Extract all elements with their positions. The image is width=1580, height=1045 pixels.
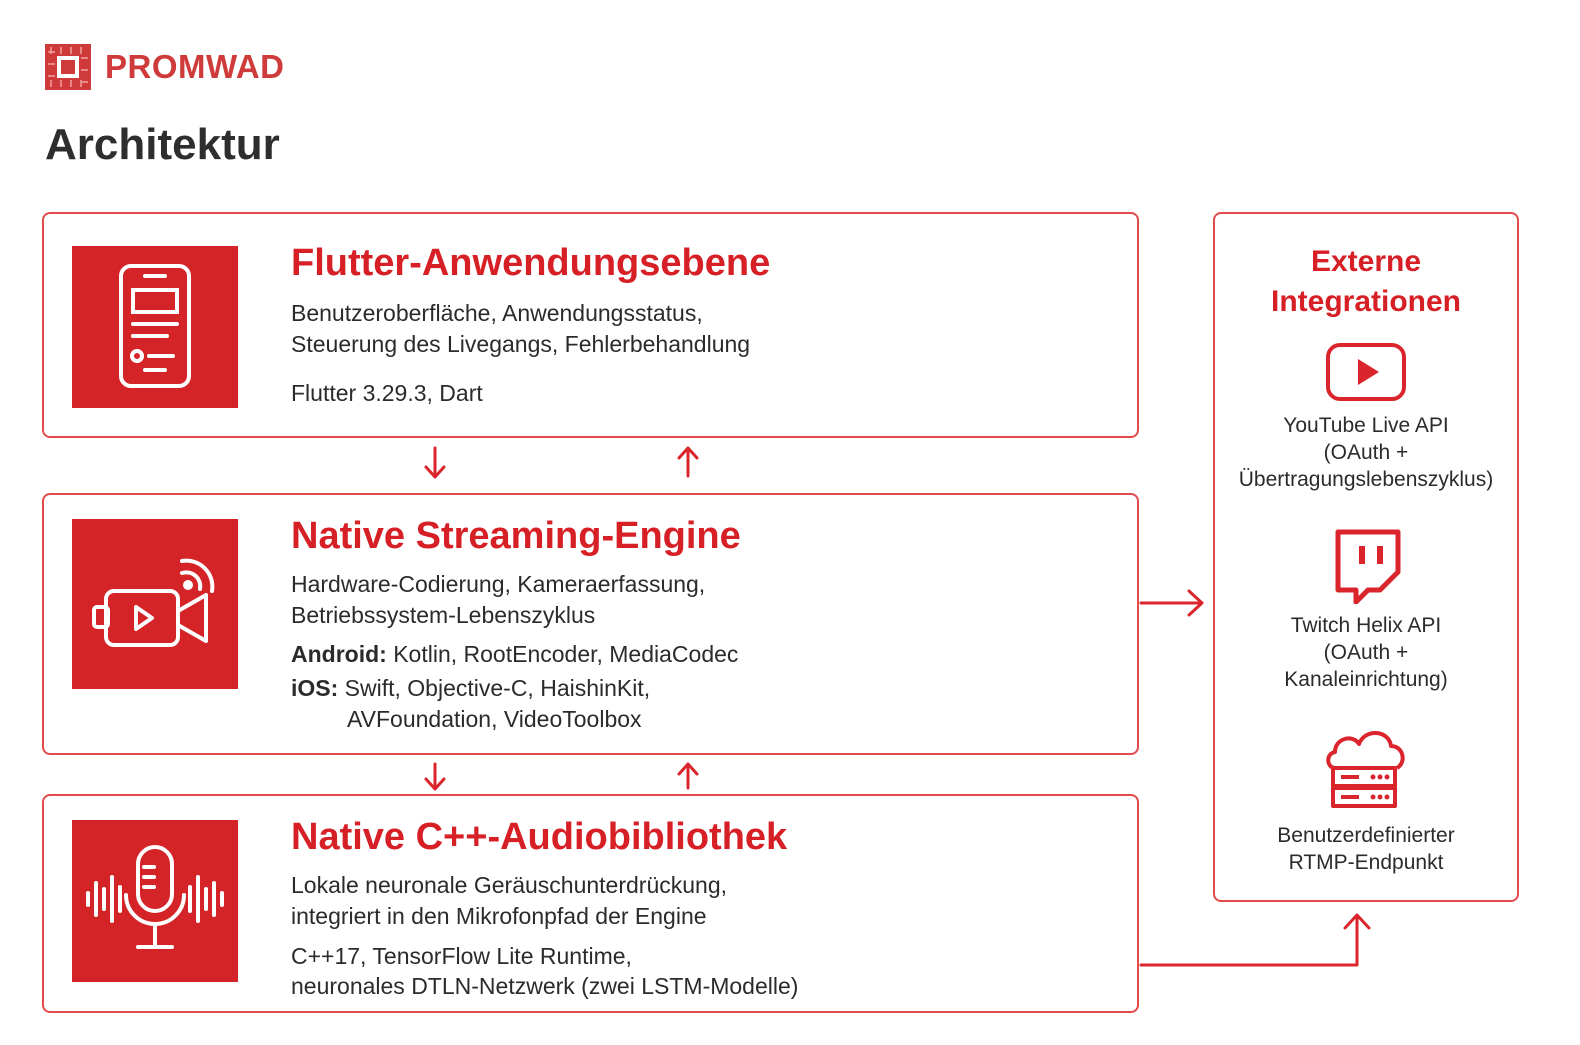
arrow-down-icon: [424, 446, 446, 479]
arrow-down-icon: [424, 762, 446, 791]
layer-title: Flutter-Anwendungsebene: [291, 242, 771, 284]
smartphone-icon: [119, 264, 191, 388]
arrow-up-icon: [677, 446, 699, 478]
layer-tech-ios-cont: AVFoundation, VideoToolbox: [347, 706, 642, 732]
layer-tech: Flutter 3.29.3, Dart: [291, 380, 483, 406]
arrow-right-icon: [1139, 589, 1204, 617]
microphone-icon: [86, 845, 224, 949]
chip-logo-icon: [45, 44, 91, 90]
integration-rtmp: Benutzerdefinierter RTMP-Endpunkt: [1277, 824, 1455, 874]
external-title: Externe Integrationen: [1270, 245, 1461, 318]
brand-name: PROMWAD: [105, 48, 285, 85]
layer-description: Benutzeroberfläche, Anwendungsstatus, St…: [291, 300, 751, 357]
layer-streaming-engine: Native Streaming-Engine Hardware-Codieru…: [42, 493, 1139, 755]
layer-icon-tile: [72, 519, 238, 689]
youtube-icon: [1326, 343, 1406, 401]
layer-tech-android: Android: Kotlin, RootEncoder, MediaCodec: [291, 641, 739, 667]
layer-description: Hardware-Codierung, Kameraerfassung, Bet…: [291, 571, 706, 628]
integration-twitch: Twitch Helix API (OAuth + Kanaleinrichtu…: [1284, 614, 1448, 691]
layer-icon-tile: [72, 246, 238, 408]
arrow-up-elbow-icon: [1139, 913, 1371, 967]
cloud-server-icon: [1326, 731, 1405, 808]
layer-description: Lokale neuronale Geräuschunterdrückung, …: [291, 872, 728, 929]
layer-tech: C++17, TensorFlow Lite Runtime, neuronal…: [291, 943, 799, 999]
layer-icon-tile: [72, 820, 238, 982]
arrow-up-icon: [677, 762, 699, 790]
page-title: Architektur: [45, 120, 280, 169]
brand-logo: PROMWAD: [45, 44, 285, 90]
layer-title: Native Streaming-Engine: [291, 515, 741, 557]
layer-tech-ios: iOS: Swift, Objective-C, HaishinKit,: [291, 675, 651, 701]
layer-title: Native C++-Audiobibliothek: [291, 816, 788, 858]
video-camera-icon: [92, 558, 215, 647]
layer-audio-library: Native C++-Audiobibliothek Lokale neuron…: [42, 794, 1139, 1013]
external-integrations-panel: Externe Integrationen YouTube Live API (…: [1213, 212, 1519, 902]
twitch-icon: [1335, 529, 1401, 604]
layer-flutter-app: Flutter-Anwendungsebene Benutzeroberfläc…: [42, 212, 1139, 438]
integration-youtube: YouTube Live API (OAuth + Übertragungsle…: [1238, 414, 1494, 491]
